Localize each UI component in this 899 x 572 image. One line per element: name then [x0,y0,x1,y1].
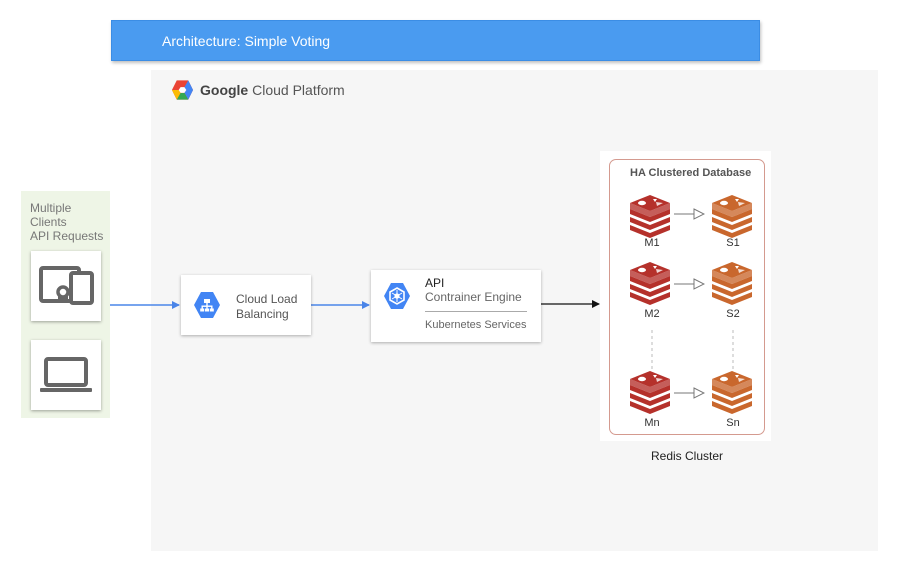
slave-node-icon [712,195,752,238]
slave-node-icon [712,371,752,414]
gcp-brand: Google [200,82,249,98]
api-services: Kubernetes Services [425,319,527,331]
master-node-icon [630,262,670,305]
clients-label: Multiple Clients API Requests [30,201,104,243]
load-balancer-label: Cloud Load Balancing [236,292,298,321]
client-card-laptop [31,340,101,410]
master-node-icon [630,371,670,414]
gcp-product: Cloud Platform [252,82,345,98]
database-title: HA Clustered Database [630,167,752,179]
slave-node-icon [712,262,752,305]
diagram-title: Architecture: Simple Voting [162,33,331,49]
laptop-icon [40,357,92,392]
slave-label: S2 [726,308,740,320]
master-label: M1 [644,237,660,249]
slave-label: Sn [726,417,740,429]
database-frame [609,159,765,435]
gcp-logo-icon [171,80,194,100]
title-banner [111,20,760,61]
network-icon [194,292,220,318]
api-divider [425,311,527,312]
devices-icon [39,266,94,305]
api-title: API [425,276,445,290]
load-balancer-card [181,275,311,335]
master-node-icon [630,195,670,238]
master-label: Mn [644,417,660,429]
master-label: M2 [644,308,660,320]
api-card [371,270,541,342]
redis-cluster-caption: Redis Cluster [651,449,724,463]
kubernetes-icon [384,283,410,309]
gcp-label: Google Cloud Platform [200,82,345,98]
api-subtitle: Contrainer Engine [425,290,522,304]
slave-label: S1 [726,237,740,249]
client-card-devices [31,251,101,321]
